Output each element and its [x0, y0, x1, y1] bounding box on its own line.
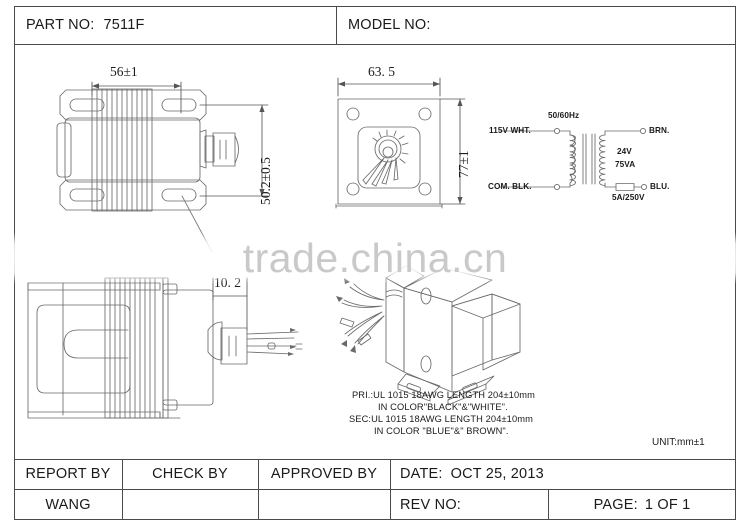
- model-number-field: MODEL NO:: [348, 6, 668, 44]
- part-number-label: PART NO:: [26, 17, 95, 33]
- unit-note: UNIT:mm±1: [652, 437, 705, 448]
- page-field: PAGE: 1 OF 1: [548, 489, 736, 520]
- iso-view-geometry: [336, 266, 520, 405]
- report-by-value: WANG: [45, 496, 91, 513]
- note-line-3: SEC:UL 1015 18AWG LENGTH 204±10mm: [349, 414, 533, 424]
- wiring-voltage-rating-label: 24V: [617, 147, 632, 156]
- titleblock-divider-2: [258, 459, 260, 520]
- wiring-primary-top-label: 115V WHT.: [489, 126, 531, 135]
- note-line-4: IN COLOR "BLUE"&" BROWN".: [374, 426, 509, 436]
- top-view-geometry: [57, 82, 268, 252]
- wiring-fuse-label: 5A/250V: [612, 193, 645, 202]
- wiring-secondary-top-label: BRN.: [649, 126, 670, 135]
- part-number-field: PART NO: 7511F: [26, 6, 326, 44]
- header-divider: [336, 6, 338, 44]
- part-number-value: 7511F: [103, 17, 145, 33]
- header-rule: [14, 44, 736, 46]
- wiring-frequency-label: 50/60Hz: [548, 111, 580, 120]
- wiring-diagram-geometry: [500, 128, 647, 190]
- top-view-height-dimension: 50.2±0.5: [258, 157, 273, 205]
- front-view-geometry: [336, 78, 465, 208]
- note-line-2: IN COLOR"BLACK"&"WHITE".: [378, 402, 508, 412]
- titleblock-mid-rule: [14, 489, 736, 491]
- model-number-label: MODEL NO:: [348, 17, 431, 33]
- date-field: DATE: OCT 25, 2013: [400, 459, 730, 489]
- rev-number-label: REV NO:: [400, 496, 462, 513]
- side-view-geometry: [28, 278, 302, 418]
- side-view-depth-dimension: 10. 2: [214, 275, 241, 290]
- page-value: 1 OF 1: [644, 496, 691, 513]
- top-view-width-dimension: 56±1: [110, 64, 138, 79]
- date-label: DATE:: [400, 466, 443, 482]
- titleblock-divider-3: [390, 459, 392, 520]
- page-label: PAGE:: [593, 496, 638, 513]
- wiring-power-rating-label: 75VA: [615, 160, 636, 169]
- check-by-label: CHECK BY: [152, 466, 228, 482]
- note-line-1: PRI.:UL 1015 18AWG LENGTH 204±10mm: [352, 390, 535, 400]
- wiring-primary-bottom-label: COM. BLK.: [488, 182, 532, 191]
- titleblock-top-rule: [14, 459, 736, 461]
- titleblock-divider-4: [548, 489, 550, 520]
- report-by-label: REPORT BY: [25, 466, 111, 482]
- wiring-secondary-bottom-label: BLU.: [650, 182, 670, 191]
- titleblock-divider-1: [122, 459, 124, 520]
- front-view-width-dimension: 63. 5: [368, 64, 395, 79]
- date-value: OCT 25, 2013: [450, 466, 544, 482]
- approved-by-label: APPROVED BY: [270, 466, 378, 482]
- front-view-height-dimension: 77±1: [456, 150, 471, 178]
